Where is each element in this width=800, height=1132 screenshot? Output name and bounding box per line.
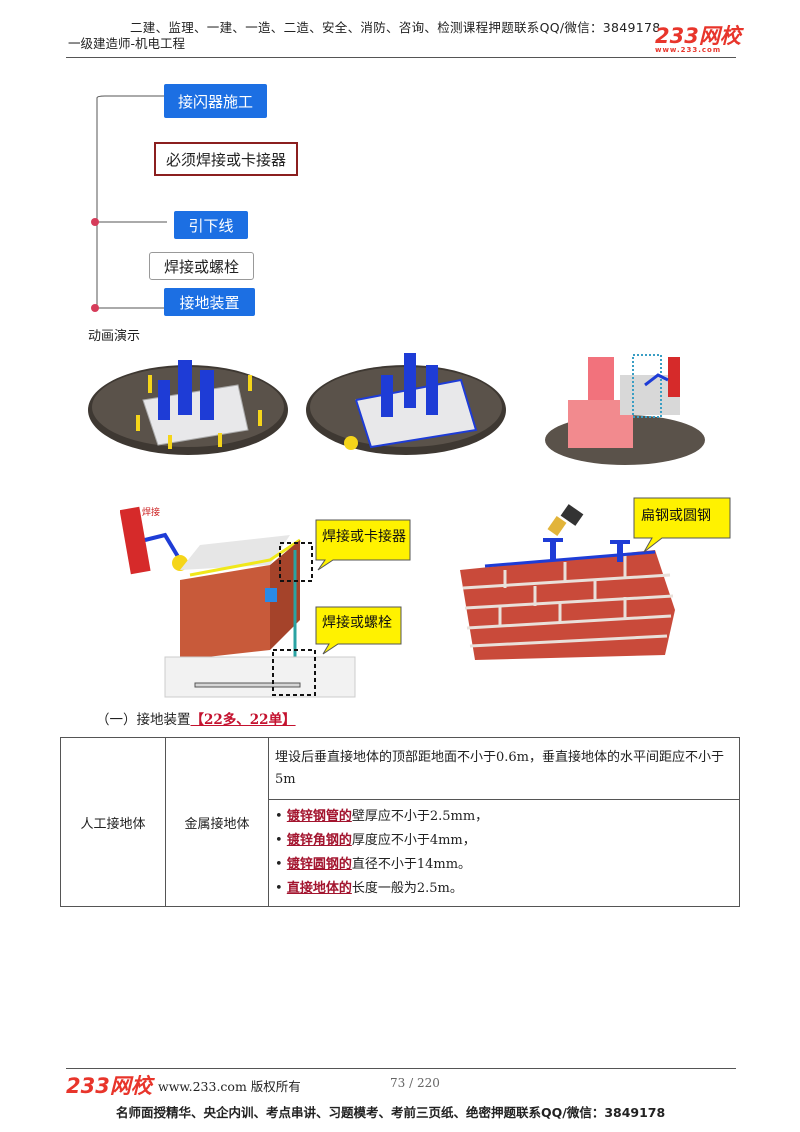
- callout-weld-bolt: 焊接或螺栓: [313, 602, 407, 655]
- list-item: • 镀锌角钢的厚度应不小于4mm，: [275, 833, 476, 848]
- table-cell-metal: 金属接地体: [165, 737, 269, 907]
- footer-logo: 233网校: [66, 1074, 152, 1098]
- section-heading: （一）接地装置【22多、22单】: [96, 708, 296, 728]
- callout-flat-round: 扁钢或圆钢: [632, 496, 731, 553]
- footer-site: www.233.com 版权所有: [158, 1079, 301, 1094]
- callout-weld-bolt-text: 焊接或螺栓: [322, 615, 392, 631]
- mindmap-node-grounding: 接地装置: [164, 288, 255, 316]
- callout-weld-clamp: 焊接或卡接器: [313, 515, 417, 571]
- list-item: • 镀锌钢管的壁厚应不小于2.5mm，: [275, 809, 489, 824]
- footer-bottom-line: 名师面授精华、央企内训、考点串讲、习题模考、考前三页纸、绝密押题联系QQ/微信：…: [116, 1105, 666, 1120]
- section-tag: 【22多、22单】: [190, 712, 296, 728]
- grounding-plate-illustration-1: [88, 360, 288, 455]
- header-top-line: 二建、监理、一建、一造、二造、安全、消防、咨询、检测课程押题联系QQ/微信：38…: [130, 20, 661, 35]
- mindmap-node-weld-clamp: 必须焊接或卡接器: [154, 142, 298, 176]
- mindmap-node-down-conductor: 引下线: [174, 211, 248, 239]
- mindmap-node-weld-bolt: 焊接或螺栓: [149, 252, 254, 280]
- animation-label: 动画演示: [88, 329, 141, 344]
- list-item: • 直接地体的长度一般为2.5m。: [275, 881, 463, 896]
- list-item: • 镀锌圆钢的直径不小于14mm。: [275, 857, 472, 872]
- weld-label: 焊接: [142, 508, 161, 518]
- page-number: 73 / 220: [390, 1076, 440, 1090]
- header-rule: [66, 57, 736, 58]
- mindmap-dot: [91, 304, 99, 312]
- brick-wall-illustration: [460, 504, 675, 660]
- building-ground-illustration: [545, 354, 705, 465]
- wall-weld-illustration: [120, 506, 356, 698]
- section-heading-text: （一）接地装置: [96, 712, 191, 728]
- mindmap-connectors: [96, 95, 167, 309]
- header-logo: 233网校 www.233.com: [655, 24, 741, 54]
- table-cell-artificial: 人工接地体: [60, 737, 166, 907]
- footer-rule: [66, 1068, 736, 1069]
- mindmap-node-air-terminal: 接闪器施工: [164, 84, 267, 118]
- table-cell-specs: • 镀锌钢管的壁厚应不小于2.5mm， • 镀锌角钢的厚度应不小于4mm， • …: [268, 799, 740, 907]
- callout-weld-clamp-text: 焊接或卡接器: [322, 529, 406, 545]
- header-subtitle: 一级建造师-机电工程: [68, 36, 186, 51]
- mindmap-dot: [91, 218, 99, 226]
- table-cell-depth: 埋设后垂直接地体的顶部距地面不小于0.6m，垂直接地体的水平间距应不小于5m: [268, 737, 740, 800]
- grounding-plate-illustration-2: [306, 353, 506, 455]
- callout-flat-round-text: 扁钢或圆钢: [641, 508, 711, 524]
- grounding-table: 人工接地体 金属接地体 埋设后垂直接地体的顶部距地面不小于0.6m，垂直接地体的…: [60, 737, 740, 907]
